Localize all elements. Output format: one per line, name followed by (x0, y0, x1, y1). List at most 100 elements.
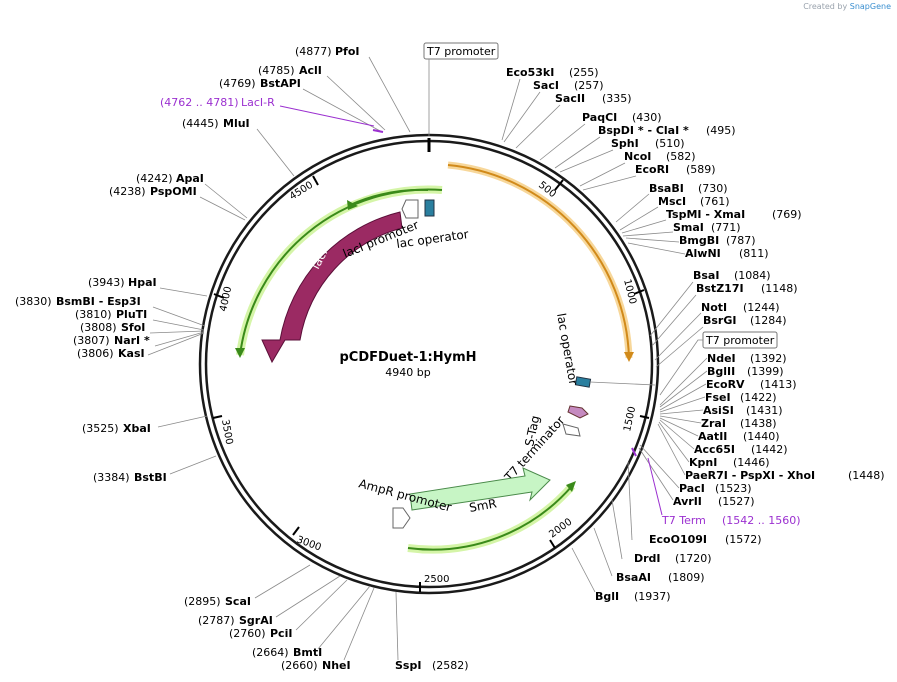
svg-text:(1422): (1422) (740, 391, 777, 404)
svg-text:BmtI: BmtI (293, 646, 322, 659)
site-ecorv[interactable]: EcoRV (1413) (706, 378, 797, 391)
site-avrii[interactable]: AvrII (1527) (638, 447, 755, 508)
site-bglii[interactable]: BglII (1399) (707, 365, 784, 378)
site-bspdi-clai[interactable]: BspDI * - ClaI * (495) (554, 124, 736, 169)
site-scai[interactable]: (2895) ScaI (184, 564, 311, 608)
site-ncoi[interactable]: NcoI (582) (579, 150, 696, 187)
svg-text:(3943): (3943) (88, 276, 125, 289)
lac-operator-box-top (424, 199, 435, 217)
svg-text:(4762 .. 4781): (4762 .. 4781) (160, 96, 239, 109)
svg-text:BsaAI: BsaAI (616, 571, 651, 584)
snapgene-credit: Created by SnapGene (803, 2, 891, 11)
site-eco53ki[interactable]: Eco53kI (255) (501, 66, 599, 141)
s-tag-label: S-Tag (522, 414, 542, 447)
svg-text:(1442): (1442) (751, 443, 788, 456)
site-pcii[interactable]: (2760) PciI (229, 579, 348, 640)
smr-feature (409, 467, 551, 511)
site-saci[interactable]: SacI (257) (503, 79, 604, 143)
site-bmgbi[interactable]: BmgBI (787) (625, 234, 756, 247)
svg-text:PacI: PacI (679, 482, 705, 495)
svg-text:(4445): (4445) (182, 117, 219, 130)
site-apai[interactable]: (4242) ApaI (136, 172, 204, 185)
svg-text:(2787): (2787) (198, 614, 235, 627)
svg-text:(1572): (1572) (725, 533, 762, 546)
svg-text:HpaI: HpaI (128, 276, 157, 289)
site-tspmi-xmai[interactable]: TspMI - XmaI (769) (621, 208, 802, 234)
svg-text:(1446): (1446) (733, 456, 770, 469)
svg-text:(811): (811) (739, 247, 769, 260)
site-zrai[interactable]: ZraI (1438) (701, 417, 777, 430)
site-ndei[interactable]: NdeI (1392) (707, 352, 787, 365)
site-paqci[interactable]: PaqCI (430) (539, 111, 662, 161)
site-drdi[interactable]: DrdI (1720) (611, 499, 712, 565)
site-sspi[interactable]: SspI (2582) (395, 591, 469, 672)
site-noti[interactable]: NotI (1244) (654, 301, 780, 361)
site-hpai[interactable]: (3943) HpaI (88, 276, 208, 297)
site-nhei[interactable]: (2660) NheI (281, 587, 375, 672)
site-bstz17i[interactable]: BstZ17I (1148) (651, 282, 798, 347)
site-bmti[interactable]: (2664) BmtI (252, 585, 371, 659)
orange-region-arrowhead (624, 352, 634, 362)
snapgene-logo: SnapGene (849, 2, 891, 11)
svg-text:3500: 3500 (219, 419, 234, 446)
site-acli[interactable]: (4785) AclI (258, 64, 386, 131)
site-kasi[interactable]: (3806) KasI (77, 319, 205, 360)
svg-text:(1413): (1413) (760, 378, 797, 391)
site-bstbi[interactable]: (3384) BstBI (93, 455, 217, 484)
site-pluti[interactable]: (3810) PluTI (75, 308, 147, 321)
svg-text:(2664): (2664) (252, 646, 289, 659)
svg-text:SspI: SspI (395, 659, 421, 672)
lac-operator-box-right (574, 376, 592, 388)
svg-text:DrdI: DrdI (634, 552, 661, 565)
site-kpni[interactable]: KpnI (1446) (689, 456, 770, 469)
site-mlui[interactable]: (4445) MluI (182, 117, 295, 177)
site-bgli[interactable]: BglI (1937) (571, 547, 671, 603)
primer-t7-term[interactable]: T7 Term (1542 .. 1560) (631, 447, 801, 527)
site-acc65i[interactable]: Acc65I (1442) (694, 443, 788, 456)
svg-text:AatII: AatII (698, 430, 727, 443)
svg-text:PfoI: PfoI (335, 45, 360, 58)
site-bsaai[interactable]: BsaAI (1809) (593, 527, 705, 584)
site-xbai[interactable]: (3525) XbaI (82, 415, 208, 435)
laci-feature (261, 211, 403, 364)
site-bsmbi-esp3i[interactable]: (3830) BsmBI - Esp3I (15, 295, 206, 327)
site-msci[interactable]: MscI (761) (619, 195, 730, 231)
upper-green-line (349, 188, 429, 206)
site-paci[interactable]: PacI (1523) (639, 444, 752, 495)
svg-text:SacII: SacII (555, 92, 585, 105)
site-pfoi[interactable]: (4877) PfoI (295, 45, 411, 133)
site-sfoi[interactable]: (3808) SfoI (80, 321, 145, 334)
site-bstapi[interactable]: (4769) BstAPI (219, 77, 383, 133)
site-pspomi[interactable]: (4238) PspOMI (109, 183, 248, 221)
svg-text:BglII: BglII (707, 365, 735, 378)
svg-text:EcoO109I: EcoO109I (649, 533, 707, 546)
site-aatii[interactable]: AatII (1440) (698, 430, 780, 443)
site-paer7i-pspxi-xhoi[interactable]: PaeR7I - PspXI - XhoI (1448) (685, 469, 885, 482)
site-fsei[interactable]: FseI (1422) (705, 391, 777, 404)
svg-text:(1523): (1523) (715, 482, 752, 495)
primer-laci-r[interactable]: (4762 .. 4781) LacI-R (160, 96, 384, 133)
svg-text:NotI: NotI (701, 301, 727, 314)
site-alwni[interactable]: AlwNI (811) (627, 242, 769, 260)
orange-region-line (447, 164, 630, 359)
site-asisi[interactable]: AsiSI (1431) (703, 404, 783, 417)
svg-text:(1440): (1440) (743, 430, 780, 443)
svg-text:(4769): (4769) (219, 77, 256, 90)
site-ecori[interactable]: EcoRI (589) (582, 163, 716, 191)
site-bsai[interactable]: BsaI (1084) (649, 269, 771, 337)
site-nari[interactable]: (3807) NarI * (73, 334, 150, 347)
site-ecoo109i[interactable]: EcoO109I (1572) (627, 461, 762, 546)
svg-text:BstZ17I: BstZ17I (696, 282, 744, 295)
svg-text:(771): (771) (711, 221, 741, 234)
svg-text:NcoI: NcoI (624, 150, 651, 163)
site-sphi[interactable]: SphI (510) (559, 137, 685, 173)
site-bsrgi[interactable]: BsrGI (1284) (655, 314, 787, 368)
svg-text:NdeI: NdeI (707, 352, 736, 365)
site-sacii[interactable]: SacII (335) (515, 92, 632, 149)
site-sgrai[interactable]: (2787) SgrAI (198, 575, 341, 627)
svg-text:MscI: MscI (658, 195, 686, 208)
svg-text:Eco53kI: Eco53kI (506, 66, 554, 79)
svg-text:T7 promoter: T7 promoter (705, 334, 775, 347)
site-smai[interactable]: SmaI (771) (622, 221, 741, 237)
site-bsabi[interactable]: BsaBI (730) (615, 182, 728, 223)
